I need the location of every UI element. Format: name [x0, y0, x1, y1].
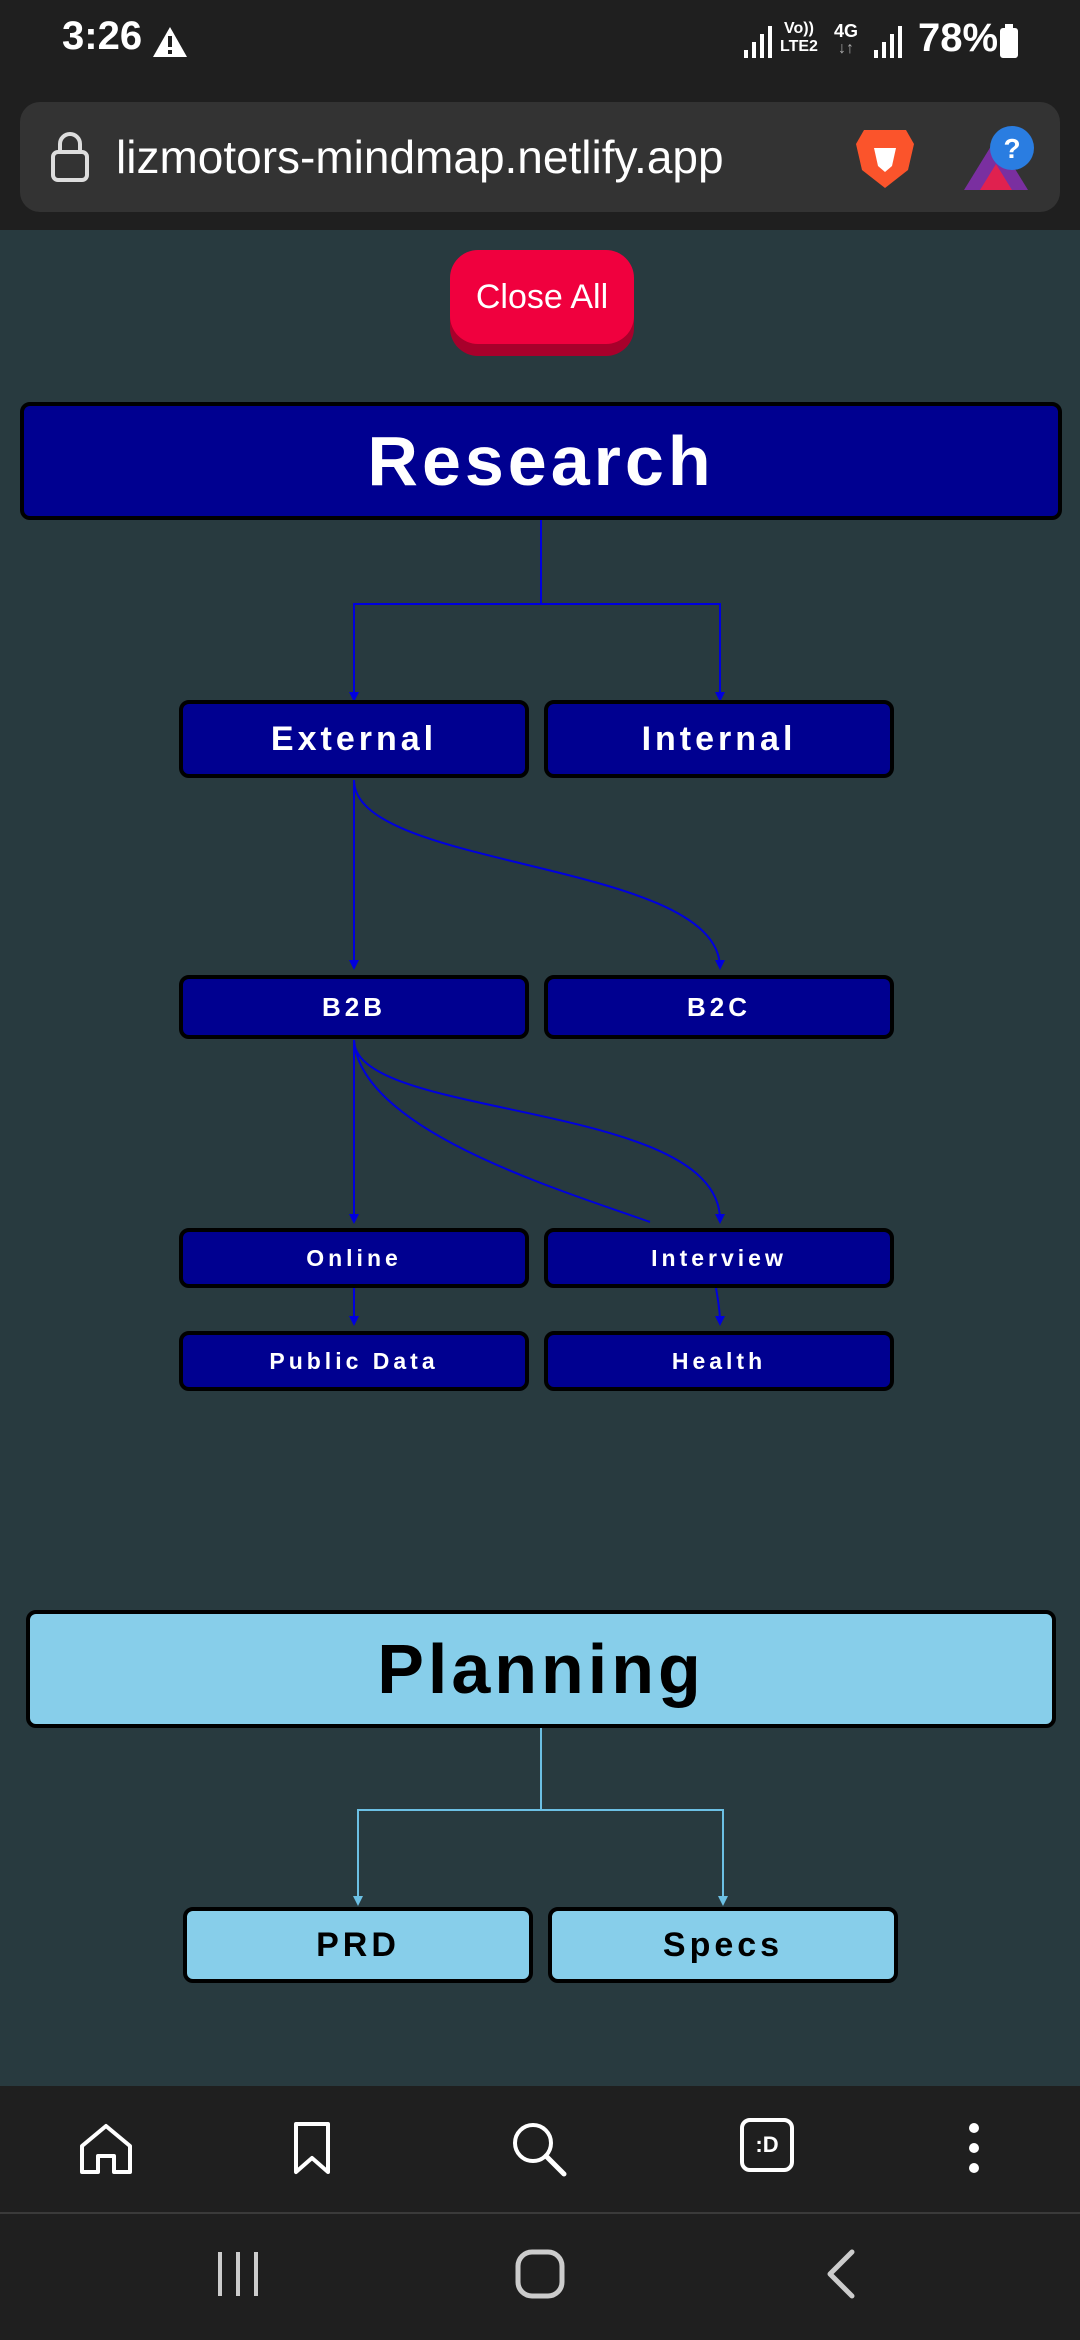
- signal-icon: [874, 26, 902, 58]
- internal-node[interactable]: Internal: [544, 700, 894, 778]
- back-icon[interactable]: [812, 2244, 872, 2304]
- prd-node[interactable]: PRD: [183, 1907, 533, 1983]
- network-type: 4G: [834, 21, 859, 41]
- online-node[interactable]: Online: [179, 1228, 529, 1288]
- volte-indicator: Vo)) LTE2: [780, 20, 818, 56]
- warning-icon: [153, 27, 187, 57]
- external-node[interactable]: External: [179, 700, 529, 778]
- health-node[interactable]: Health: [544, 1331, 894, 1391]
- battery-icon: [1000, 24, 1018, 58]
- system-nav-bar: [0, 2214, 1080, 2340]
- close-all-button[interactable]: Close All: [450, 250, 634, 344]
- home-circle-icon[interactable]: [510, 2244, 570, 2304]
- connector-lines: [349, 520, 728, 1906]
- home-icon[interactable]: [76, 2118, 136, 2178]
- signal-icon: [744, 26, 772, 58]
- mindmap-canvas: Close All: [0, 230, 1080, 2086]
- public-data-node[interactable]: Public Data: [179, 1331, 529, 1391]
- svg-text:?: ?: [1003, 133, 1020, 164]
- status-bar: 3:26 Vo)) LTE2 4G ↓↑ 78%: [0, 0, 1080, 90]
- url-text[interactable]: lizmotors-mindmap.netlify.app: [116, 131, 724, 183]
- b2b-node[interactable]: B2B: [179, 975, 529, 1039]
- extension-help-icon[interactable]: ?: [960, 118, 1040, 198]
- volte-line2: LTE2: [780, 38, 818, 55]
- browser-toolbar: :D: [0, 2086, 1080, 2214]
- more-icon[interactable]: [944, 2118, 1004, 2178]
- status-time: 3:26: [62, 14, 143, 58]
- recents-icon[interactable]: [208, 2244, 268, 2304]
- address-bar[interactable]: lizmotors-mindmap.netlify.app ?: [20, 102, 1060, 212]
- data-arrows-icon: ↓↑: [838, 40, 854, 57]
- brave-icon[interactable]: [850, 122, 920, 192]
- tabs-icon[interactable]: :D: [740, 2118, 794, 2172]
- bookmark-icon[interactable]: [282, 2118, 342, 2178]
- b2c-node[interactable]: B2C: [544, 975, 894, 1039]
- search-icon[interactable]: [508, 2118, 568, 2178]
- specs-node[interactable]: Specs: [548, 1907, 898, 1983]
- network-indicator: 4G ↓↑: [834, 22, 858, 58]
- battery-percent: 78%: [918, 16, 999, 60]
- planning-node[interactable]: Planning: [26, 1610, 1056, 1728]
- volte-line1: Vo)): [784, 20, 814, 37]
- lock-icon[interactable]: [50, 130, 90, 182]
- browser-address-area: lizmotors-mindmap.netlify.app ?: [0, 90, 1080, 230]
- research-node[interactable]: Research: [20, 402, 1062, 520]
- interview-node[interactable]: Interview: [544, 1228, 894, 1288]
